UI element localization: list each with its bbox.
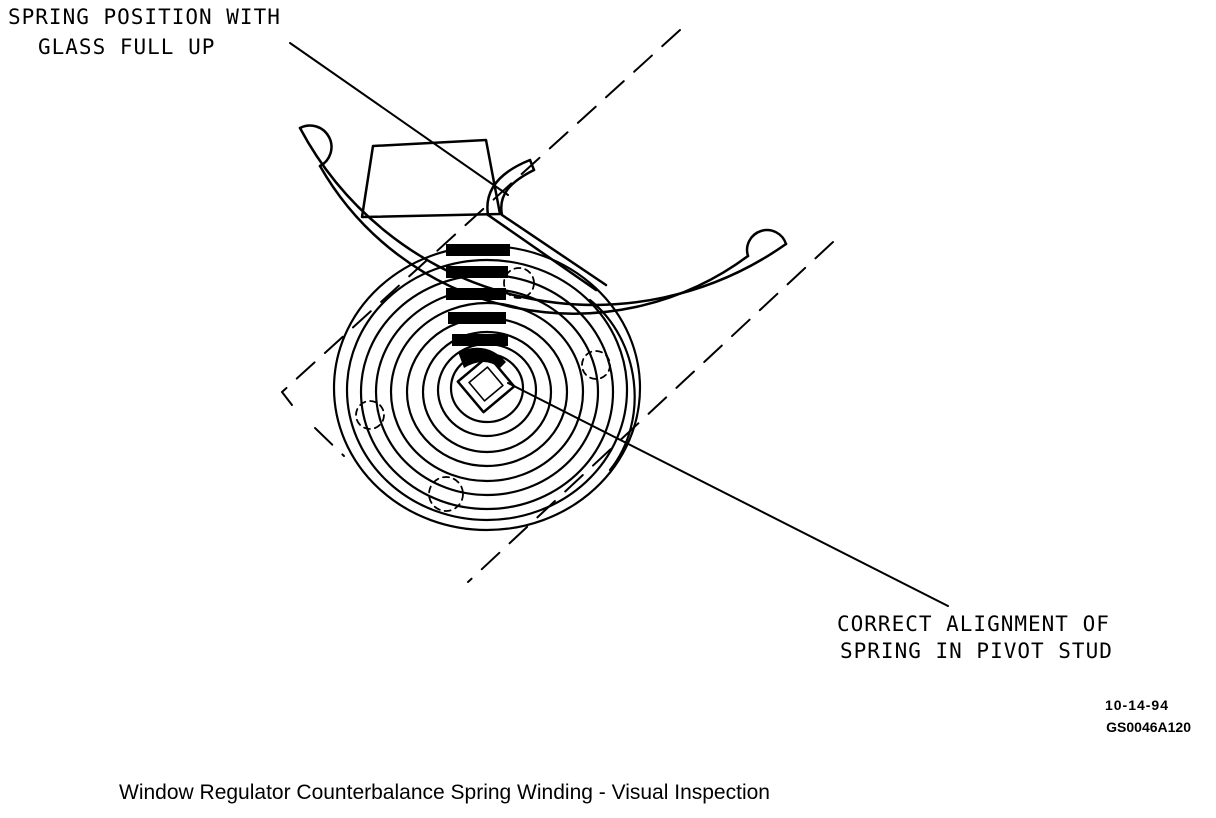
callout-spring-position-line2: GLASS FULL UP [38,35,216,59]
alignment-dashed-lines [281,29,834,583]
spring-tail [588,298,636,472]
leader-line-spring-position [289,42,509,196]
drawing-date: 10-14-94 [1104,697,1169,713]
callout-spring-position-line1: SPRING POSITION WITH [8,5,281,29]
hidden-rivets [355,267,611,512]
spring-hook-arm [486,158,608,292]
drawing-code: GS0046A120 [1106,719,1191,735]
pivot-stud [456,354,516,414]
leader-line-correct-alignment [507,382,949,607]
callout-correct-alignment-line2: SPRING IN PIVOT STUD [840,639,1113,663]
callout-correct-alignment-line1: CORRECT ALIGNMENT OF [837,612,1110,636]
mounting-tab [360,138,502,219]
figure-caption: Window Regulator Counterbalance Spring W… [119,781,770,804]
